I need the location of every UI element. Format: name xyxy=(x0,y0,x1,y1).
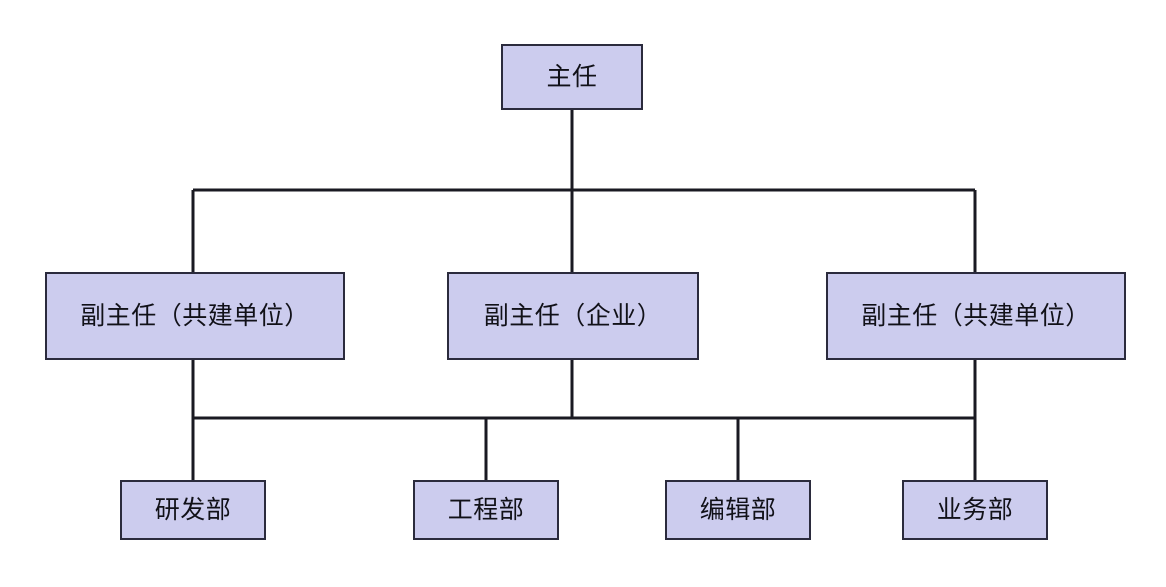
node-department-engineering[interactable]: 工程部 xyxy=(413,480,559,540)
node-department-rd-label: 研发部 xyxy=(154,495,232,524)
node-director-label: 主任 xyxy=(546,62,598,91)
node-deputy-center[interactable]: 副主任（企业） xyxy=(447,272,699,360)
node-deputy-center-label: 副主任（企业） xyxy=(483,301,663,330)
node-department-editorial-label: 编辑部 xyxy=(699,495,777,524)
node-deputy-left[interactable]: 副主任（共建单位） xyxy=(45,272,345,360)
node-deputy-left-label: 副主任（共建单位） xyxy=(80,301,310,330)
node-department-business-label: 业务部 xyxy=(936,495,1014,524)
node-director[interactable]: 主任 xyxy=(501,44,643,110)
node-department-rd[interactable]: 研发部 xyxy=(120,480,266,540)
node-deputy-right-label: 副主任（共建单位） xyxy=(861,301,1091,330)
node-deputy-right[interactable]: 副主任（共建单位） xyxy=(826,272,1126,360)
node-department-business[interactable]: 业务部 xyxy=(902,480,1048,540)
node-department-editorial[interactable]: 编辑部 xyxy=(665,480,811,540)
node-department-engineering-label: 工程部 xyxy=(447,495,525,524)
